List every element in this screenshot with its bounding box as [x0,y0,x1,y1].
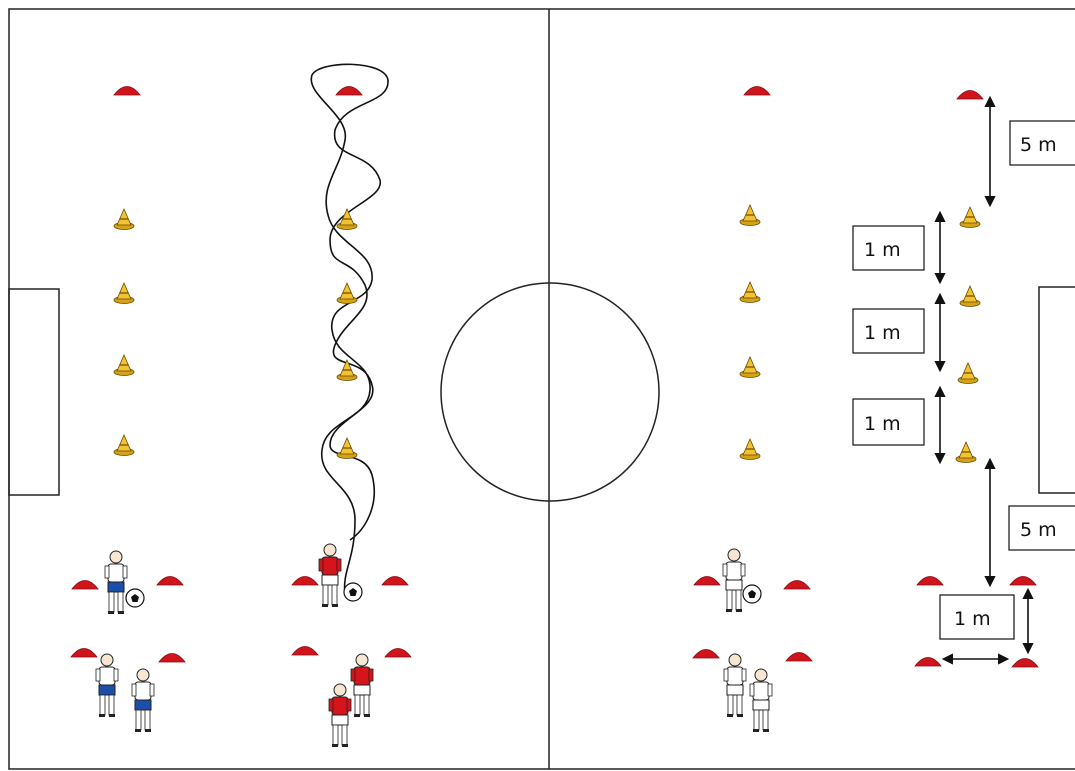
yellow-cone [960,286,980,307]
red-cone [693,650,719,659]
right-cone-row-top [744,87,983,100]
red-player [329,684,351,747]
red-cone [784,581,810,590]
yellow-cone [956,442,976,463]
label-bottom-5m-text: 5 m [1020,519,1057,541]
white-team-players [723,549,772,732]
red-cone [1012,659,1038,668]
yellow-cone [114,355,134,376]
yellow-cone [740,439,760,460]
red-cone [915,658,941,667]
yellow-cone [960,207,980,228]
dribble-path [311,64,388,595]
yellow-cone [958,363,978,384]
red-cone [957,91,983,100]
red-cone [72,581,98,590]
label-gap-1: 1 m [853,226,924,270]
blue-player [105,551,127,614]
red-cone [1010,577,1036,586]
yellow-cone [337,283,357,304]
ball-icon [743,585,761,603]
label-bottom-5m: 5 m [1009,506,1075,550]
ball-icon [344,583,362,601]
red-cone [292,647,318,656]
label-square-side: 1 m [940,595,1014,639]
label-gap-2-text: 1 m [864,322,901,344]
label-square-side-text: 1 m [954,608,991,630]
red-cone [157,577,183,586]
label-top-5m-text: 5 m [1020,134,1057,156]
label-gap-3: 1 m [853,399,924,445]
red-cone [917,577,943,586]
label-gap-3-text: 1 m [864,413,901,435]
red-cone [336,87,362,96]
left-yellow-cones [114,209,357,459]
red-cone [71,649,97,658]
yellow-cone [114,283,134,304]
red-cone [385,649,411,658]
label-gap-2: 1 m [853,309,924,353]
red-cone [786,653,812,662]
red-cone [159,654,185,663]
white-player [723,549,745,612]
red-cone [292,577,318,586]
yellow-cone [114,435,134,456]
yellow-cone [740,205,760,226]
blue-player [96,654,118,717]
label-top-5m: 5 m [1010,121,1075,165]
yellow-cone [740,357,760,378]
label-gap-1-text: 1 m [864,239,901,261]
yellow-cone [337,360,357,381]
blue-team-players [96,551,154,732]
yellow-cone [114,209,134,230]
yellow-cone [337,438,357,459]
right-goal-area [1039,287,1075,493]
red-cone [382,577,408,586]
left-goal-area [9,289,59,495]
yellow-cone [740,282,760,303]
blue-player [132,669,154,732]
red-cone [744,87,770,96]
white-player [750,669,772,732]
ball-icon [126,589,144,607]
left-cone-row-top [114,87,362,96]
red-cone [114,87,140,96]
red-player [351,654,373,717]
center-circle [441,283,659,501]
red-player [319,544,341,607]
white-player [724,654,746,717]
red-cone [694,577,720,586]
dimension-arrows [940,98,1028,659]
